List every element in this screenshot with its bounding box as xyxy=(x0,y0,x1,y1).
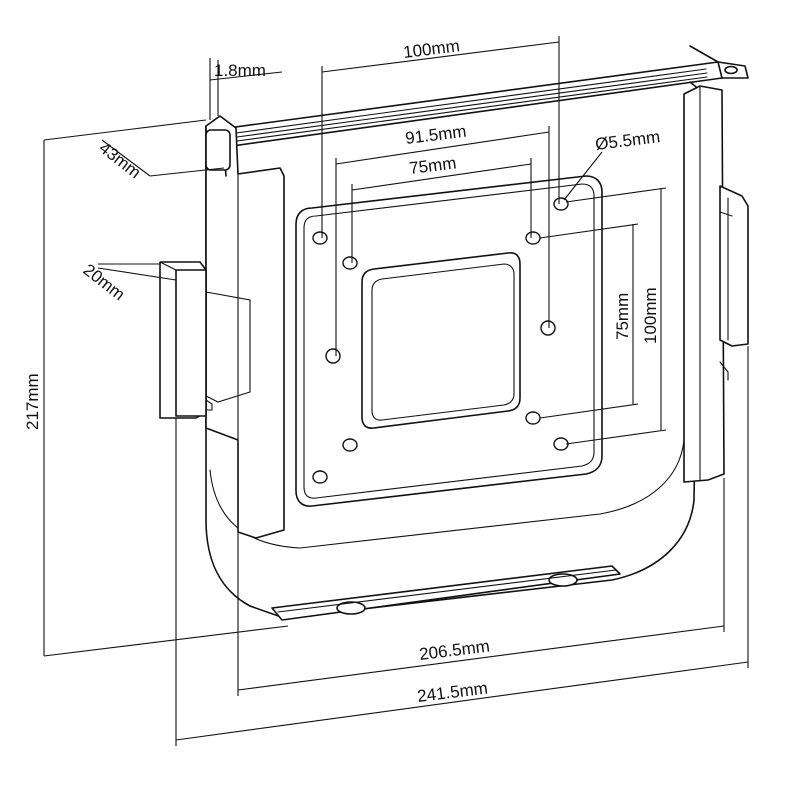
mounting-hole xyxy=(553,197,569,211)
hole-spacing-100-horizontal-label: 100mm xyxy=(402,36,461,62)
mounting-hole xyxy=(540,320,556,336)
inner-width-label: 206.5mm xyxy=(418,636,491,663)
mounting-hole xyxy=(525,231,541,245)
vesa-plate xyxy=(295,175,603,507)
mounting-hole xyxy=(553,437,569,451)
mounting-hole xyxy=(312,470,328,484)
hook-width-label: 20mm xyxy=(80,260,129,304)
mounting-hole xyxy=(342,438,358,452)
mounting-hole xyxy=(342,256,358,270)
hole-spacing-75-vertical-label: 75mm xyxy=(613,293,632,340)
depth-label: 43mm xyxy=(96,138,145,182)
mounting-hole xyxy=(312,231,328,245)
thickness-label: 1.8mm xyxy=(214,61,266,80)
mounting-hole xyxy=(525,411,541,425)
bracket-body xyxy=(159,45,749,621)
height-label: 217mm xyxy=(23,373,42,430)
hole-spacing-100-vertical-label: 100mm xyxy=(641,287,660,344)
mounting-hole xyxy=(325,348,341,364)
hole-spacing-75-horizontal-label: 75mm xyxy=(408,153,457,178)
hole-spacing-91-5-label: 91.5mm xyxy=(404,122,467,148)
dimension-lines xyxy=(43,36,749,746)
hole-diameter-label: Ø5.5mm xyxy=(594,127,661,154)
